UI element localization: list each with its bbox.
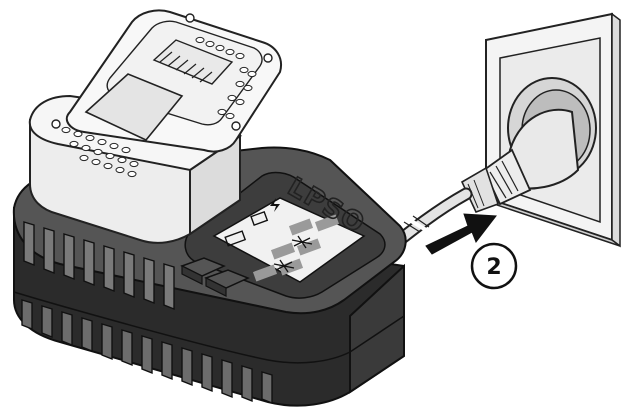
plug-icon — [460, 108, 580, 214]
vent-slots-upper — [23, 221, 175, 311]
step-number-badge: 2 — [470, 242, 518, 290]
vent-slots-lower — [21, 299, 273, 405]
insert-arrow-icon — [425, 213, 497, 255]
step-number-label: 2 — [486, 255, 501, 280]
status-indicator-icon — [212, 197, 366, 283]
battery-pack-icon — [28, 9, 282, 244]
release-buttons — [180, 257, 250, 297]
